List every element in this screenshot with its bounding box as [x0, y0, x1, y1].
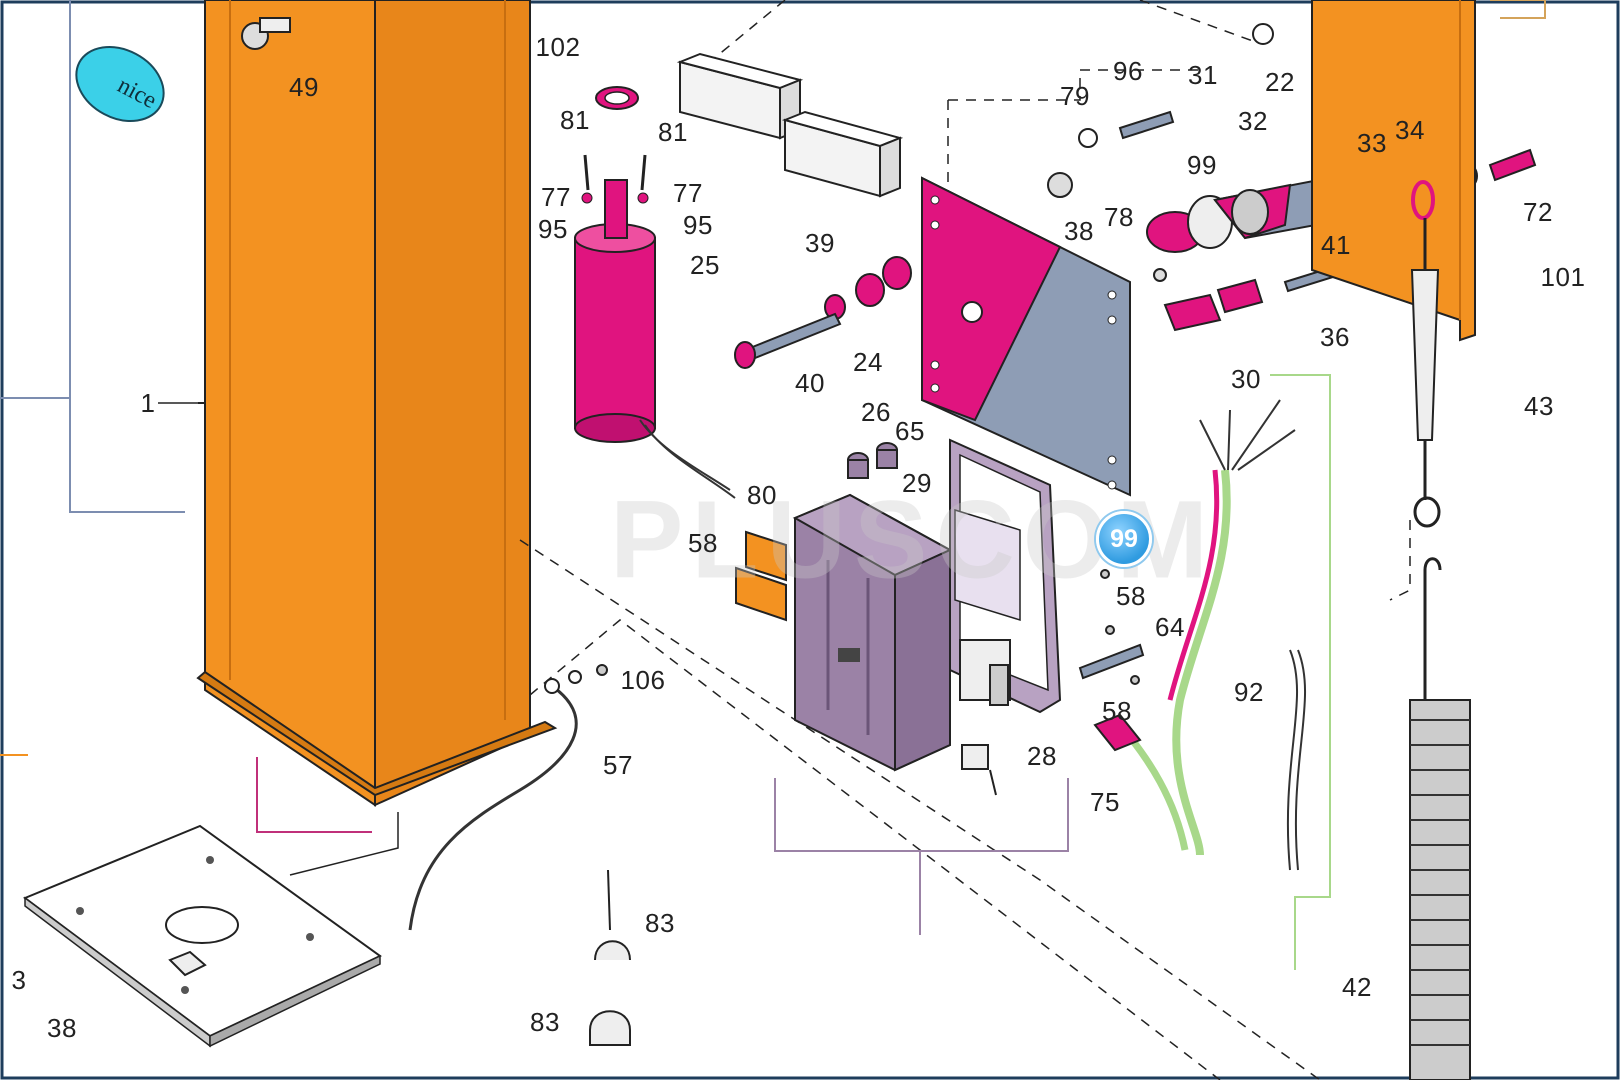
part-number-label: 102 [535, 32, 581, 62]
part-number-label: 58 [688, 528, 718, 558]
part-number-label: 26 [861, 397, 891, 427]
part-number-label: 95 [538, 214, 568, 244]
part-number-label: 77 [673, 178, 703, 208]
wire-harness-part-92 [1093, 399, 1307, 871]
part-number-label: 39 [805, 228, 835, 258]
part-number-label: 42 [1342, 972, 1372, 1002]
part-number-label: 77 [541, 182, 571, 212]
part-number-label: 32 [1238, 106, 1268, 136]
part-number-label: 25 [690, 250, 720, 280]
turnbuckle-part-43 [1410, 180, 1441, 528]
part-number-label: 81 [560, 105, 590, 135]
part-number-label: 106 [620, 665, 666, 695]
part-number-label: 58 [1102, 696, 1132, 726]
circuit-board-part-29 [949, 438, 1062, 714]
part-number-label: 28 [1027, 741, 1057, 771]
part-number-label: 65 [895, 416, 925, 446]
part-number-label: 22 [1265, 67, 1295, 97]
mounting-plate-part-26 [921, 176, 1131, 497]
bracket-left [69, 0, 185, 513]
part-number-label: 57 [603, 750, 633, 780]
part-number-label: 83 [645, 908, 675, 938]
part-number-label: 75 [1090, 787, 1120, 817]
part-number-label: 80 [747, 480, 777, 510]
part-number-label: 79 [1060, 81, 1090, 111]
part-number-label: 29 [902, 468, 932, 498]
part-number-label: 43 [1524, 391, 1554, 421]
part-number-label: 49 [289, 72, 319, 102]
part-number-label: 30 [1231, 364, 1261, 394]
base-plate-part-3 [22, 824, 382, 1048]
cable-clamps-part-83 [589, 869, 631, 1046]
capacitor-part-25 [574, 86, 736, 499]
part-number-label: 96 [1113, 56, 1143, 86]
clip-part-28 [961, 744, 989, 770]
part-number-label: 24 [853, 347, 883, 377]
part-number-label: 95 [683, 210, 713, 240]
part-number-label: 72 [1523, 197, 1553, 227]
part-number-label: 40 [795, 368, 825, 398]
relay-boxes [676, 52, 904, 198]
part-number-label: 33 [1357, 128, 1387, 158]
part-number-label: 3 [11, 965, 27, 995]
spring-part-42 [1409, 557, 1471, 1081]
microswitches-part-30 [1163, 278, 1264, 332]
bolt-assembly-39-24-40 [734, 256, 912, 369]
part-number-label: 38 [47, 1013, 77, 1043]
part-number-label: 64 [1155, 612, 1185, 642]
nice-logo: nice [75, 46, 165, 122]
part-number-label: 34 [1395, 115, 1425, 145]
column-part-1 [158, 0, 558, 807]
part-number-label: 99 [1187, 150, 1217, 180]
part-number-label: 36 [1320, 322, 1350, 352]
part-99-badge[interactable]: 99 [1096, 511, 1152, 567]
part-number-label: 101 [1540, 262, 1586, 292]
part-number-label: 1 [140, 388, 156, 418]
part-number-label: 31 [1188, 60, 1218, 90]
part-number-label: 41 [1321, 230, 1351, 260]
part-number-label: 78 [1104, 202, 1134, 232]
part-number-label: 92 [1234, 677, 1264, 707]
part-number-label: 83 [530, 1007, 560, 1037]
part-number-label: 81 [658, 117, 688, 147]
control-box [792, 442, 953, 772]
part-number-label: 38 [1064, 216, 1094, 246]
arm-panel [1311, 0, 1476, 342]
cable-part-57 [408, 684, 578, 931]
bracket-part-80 [735, 530, 787, 622]
part-number-label: 58 [1116, 581, 1146, 611]
